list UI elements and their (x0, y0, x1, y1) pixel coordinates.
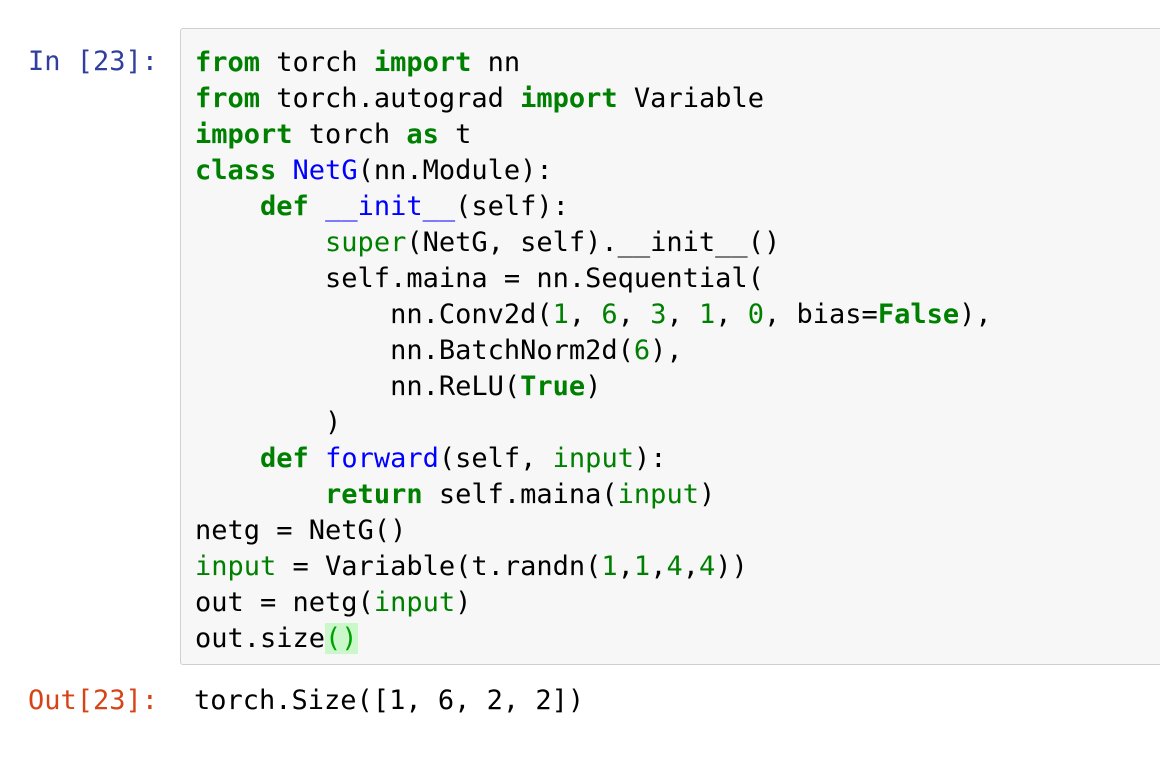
code-token: nn.Conv2d( (195, 299, 553, 330)
code-token: __init__ (325, 191, 456, 222)
code-token: , (666, 299, 699, 330)
code-line: def forward(self, input): (195, 441, 992, 477)
code-token: 4 (666, 551, 683, 582)
code-token: def (260, 443, 309, 474)
code-token: torch (292, 119, 407, 150)
code-token: input (552, 443, 634, 474)
code-token: self.maina = nn.Sequential( (195, 263, 764, 294)
code-token (309, 191, 325, 222)
code-line: super(NetG, self).__init__() (195, 225, 992, 261)
code-line: from torch.autograd import Variable (195, 81, 992, 117)
code-token: ) (698, 479, 716, 510)
code-token: input (195, 551, 277, 582)
code-token: 3 (650, 299, 667, 330)
code-token: Variable (617, 83, 764, 114)
code-line: nn.BatchNorm2d(6), (195, 333, 992, 369)
code-line: import torch as t (195, 117, 992, 153)
code-token: input (617, 479, 699, 510)
code-token: 6 (601, 299, 618, 330)
code-line: def __init__(self): (195, 189, 992, 225)
code-token: , (650, 551, 667, 582)
code-token: , bias= (764, 299, 878, 330)
code-token (309, 443, 325, 474)
code-token: 1 (698, 299, 716, 330)
code-token: )) (715, 551, 748, 582)
code-line: ) (195, 405, 992, 441)
code-token: from (195, 47, 261, 78)
code-token: False (877, 299, 960, 330)
input-prompt: In [23]: (28, 46, 159, 77)
code-token: input (373, 587, 456, 618)
code-token: torch (260, 47, 374, 78)
code-token: torch.autograd (260, 83, 521, 114)
code-token: 1 (601, 551, 618, 582)
code-token: (self, (438, 443, 553, 474)
code-line: nn.ReLU(True) (195, 369, 992, 405)
code-token: out = netg( (195, 587, 374, 618)
code-line: netg = NetG() (195, 513, 992, 549)
code-token (195, 443, 260, 474)
code-token: ) (455, 587, 472, 618)
code-token: 1 (552, 299, 569, 330)
code-token: (NetG, self).__init__() (406, 227, 781, 258)
code-token: ) (585, 371, 602, 402)
code-token: ), (959, 299, 992, 330)
code-token: 6 (633, 335, 651, 366)
code-token: (nn.Module): (357, 155, 553, 186)
code-token: ) (195, 407, 342, 438)
code-token: out.size (195, 623, 326, 654)
code-token: netg = NetG() (195, 515, 407, 546)
code-token: 4 (698, 551, 716, 582)
code-token: , (617, 551, 634, 582)
code-line: self.maina = nn.Sequential( (195, 261, 992, 297)
code-token: , (568, 299, 602, 330)
code-token: self.maina( (422, 479, 618, 510)
code-token: (self): (455, 191, 569, 222)
code-line: nn.Conv2d(1, 6, 3, 1, 0, bias=False), (195, 297, 992, 333)
code-line: input = Variable(t.randn(1,1,4,4)) (195, 549, 992, 585)
code-token: nn.ReLU( (195, 371, 521, 402)
code-token: 0 (747, 299, 765, 330)
code-token: nn.BatchNorm2d( (195, 335, 634, 366)
code-line: out = netg(input) (195, 585, 992, 621)
code-token: import (520, 83, 618, 114)
code-token (276, 155, 292, 186)
code-token: nn (471, 47, 521, 78)
code-token (195, 191, 260, 222)
code-token: forward (325, 443, 439, 474)
code-token: ): (633, 443, 667, 474)
code-token: import (195, 119, 293, 150)
code-line: from torch import nn (195, 45, 992, 81)
code-token: True (520, 371, 586, 402)
code-token: () (325, 623, 358, 654)
code-token: NetG (292, 155, 358, 186)
output-prompt: Out[23]: (28, 685, 159, 716)
code-token: return (325, 479, 423, 510)
code-token: , (715, 299, 748, 330)
code-token (195, 227, 325, 258)
code-token: = Variable(t.randn( (276, 551, 602, 582)
cell-output: torch.Size([1, 6, 2, 2]) (194, 685, 585, 716)
code-line: return self.maina(input) (195, 477, 992, 513)
code-token: from (195, 83, 261, 114)
code-token (195, 479, 325, 510)
code-token: class (195, 155, 277, 186)
code-token: super (325, 227, 407, 258)
code-token: , (617, 299, 651, 330)
code-token: 1 (633, 551, 651, 582)
code-line: class NetG(nn.Module): (195, 153, 992, 189)
code-token: import (373, 47, 472, 78)
code-token: def (260, 191, 309, 222)
code-token: as (406, 119, 439, 150)
code-token: t (438, 119, 472, 150)
code-token: , (682, 551, 699, 582)
code-line: out.size() (195, 621, 992, 657)
code-token: ), (650, 335, 683, 366)
